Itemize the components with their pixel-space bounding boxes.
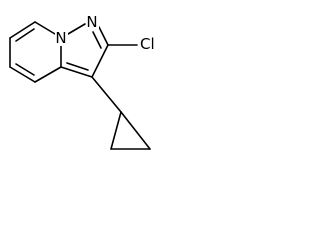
- atom-labels: N N Cl: [55, 13, 155, 53]
- atom-mask-ring-n: [86, 15, 99, 30]
- bond-n2-c2: [98, 26, 109, 46]
- bond-c3-c7a-inner: [66, 62, 89, 71]
- bond-n1-n2: [67, 23, 86, 35]
- bond-cyclopropyl-3: [120, 111, 151, 150]
- bond-c2-c3: [91, 44, 109, 78]
- pyrazole-ring: [60, 23, 109, 78]
- chemical-structure: N N Cl: [9, 13, 155, 150]
- bond-c7a-c4: [34, 66, 62, 83]
- atom-label-bridgehead-n: N: [55, 29, 66, 47]
- bond-c3-c7a: [60, 66, 93, 78]
- atom-label-ring-n: N: [86, 13, 97, 31]
- bond-c6-c7: [9, 21, 36, 39]
- cyclopropyl-ring: [110, 111, 151, 150]
- atom-mask-bridgehead-n: [55, 31, 68, 46]
- bond-c6-c7-inner: [15, 28, 35, 42]
- substituent-bonds: [91, 44, 138, 113]
- pyridine-ring: [9, 21, 62, 83]
- bond-c7-n1: [34, 21, 56, 35]
- bond-c4-c5-inner: [15, 63, 35, 76]
- bond-n2-c2-inner: [92, 31, 102, 49]
- bond-c4-c5: [9, 66, 36, 83]
- atom-label-chlorine: Cl: [140, 35, 155, 53]
- bond-cyclopropyl-1: [110, 111, 122, 150]
- bond-c3-cyclopropyl: [91, 76, 122, 113]
